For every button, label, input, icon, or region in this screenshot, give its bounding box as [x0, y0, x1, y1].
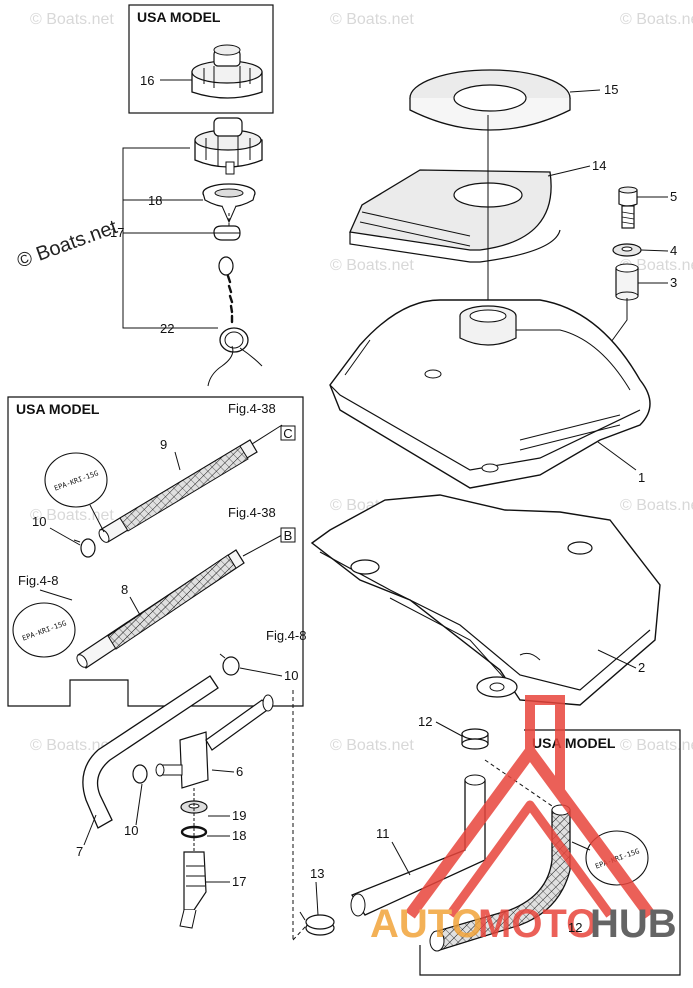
fig-ref-b: Fig.4-38 — [228, 505, 276, 520]
hose-box-title: USA MODEL — [16, 401, 100, 417]
logo-text-part3: HUB — [590, 902, 677, 946]
boats-net-watermark: © Boats.net — [14, 216, 120, 273]
callout-8: 8 — [121, 582, 128, 597]
fuel-box-title: USA MODEL — [532, 735, 616, 751]
callout-22: 22 — [160, 321, 174, 336]
cap-box-title: USA MODEL — [137, 9, 221, 25]
washer[interactable] — [612, 243, 642, 257]
hose-clamp[interactable] — [219, 653, 240, 676]
watermark-text: © Boats.net — [330, 737, 414, 754]
reference-key-b: B — [280, 527, 296, 543]
svg-text:B: B — [284, 528, 293, 543]
watermark-text: © Boats.net — [330, 11, 414, 28]
fuel-strainer[interactable] — [179, 851, 207, 929]
fig-ref-c: Fig.4-38 — [228, 401, 276, 416]
callout-19: 16 — [140, 73, 154, 88]
filter-pad[interactable] — [409, 69, 571, 131]
epa-label-tag: EPA-KRI-15G — [12, 602, 76, 658]
leader-lines — [39, 89, 669, 916]
watermark-text: © Boats.net — [620, 737, 693, 754]
logo-text-part2: MOTO — [478, 902, 597, 946]
callout-12: 12 — [568, 920, 582, 935]
callout-17: 14 — [592, 158, 606, 173]
fuel-hose-long[interactable] — [97, 439, 258, 544]
callout-3: 3 — [670, 275, 677, 290]
cap-box: USA MODEL — [128, 4, 274, 114]
tank-top-pad[interactable] — [349, 169, 561, 263]
washer[interactable] — [180, 800, 208, 814]
fig-ref-left: Fig.4-8 — [18, 573, 58, 588]
tank-bottom-cover[interactable] — [310, 494, 661, 706]
collar[interactable] — [615, 263, 639, 301]
callout-5: 5 — [670, 189, 677, 204]
callout-9: 9 — [160, 437, 167, 452]
fuel-cap[interactable] — [194, 117, 263, 175]
callout-7: 7 — [76, 844, 83, 859]
callout-6: 6 — [236, 764, 243, 779]
hose-box: USA MODEL — [7, 396, 304, 707]
callout-10: 10 — [124, 823, 138, 838]
callout-10: 10 — [284, 668, 298, 683]
svg-text:C: C — [283, 426, 292, 441]
watermark-text: © Boats.net — [330, 257, 414, 274]
cap-gasket[interactable] — [202, 183, 256, 224]
callout-16: 19 — [232, 808, 246, 823]
callout-14: 17 — [232, 874, 246, 889]
callout-18: 15 — [604, 82, 618, 97]
logo-text-part1: AUTO — [370, 902, 483, 946]
fuel-tank[interactable] — [329, 299, 651, 489]
callout-15: 18 — [232, 828, 246, 843]
cap-clip[interactable] — [213, 225, 241, 241]
watermark-text: © Boats.net — [30, 737, 114, 754]
fuel-cap-usa[interactable] — [191, 44, 263, 99]
fuel-box: USA MODEL — [419, 729, 681, 976]
watermark-text: © Boats.net — [620, 11, 693, 28]
hose-clamp[interactable] — [132, 764, 148, 784]
automotohub-logo: AUTO MOTO HUB — [370, 695, 677, 946]
o-ring[interactable] — [180, 825, 208, 839]
watermark-text: © Boats.net — [30, 11, 114, 28]
hose-clamp[interactable] — [299, 911, 335, 936]
callout-13: 12 — [418, 714, 432, 729]
cap-tether-chain[interactable] — [207, 256, 263, 387]
callout-4: 4 — [670, 243, 677, 258]
callout-20: 17 — [110, 225, 124, 240]
callout-1: 1 — [638, 470, 645, 485]
callout-11: 11 — [376, 826, 390, 841]
callout-10: 10 — [32, 514, 46, 529]
callout-13: 13 — [310, 866, 324, 881]
epa-label-tag: EPA-KRI-15G — [44, 452, 108, 533]
callout-21: 18 — [148, 193, 162, 208]
reference-key-c: C — [280, 425, 296, 441]
fuel-hose-short[interactable] — [75, 549, 245, 669]
figure-references: Fig.4-38 Fig.4-38 Fig.4-8 Fig.4-8 — [18, 401, 306, 643]
hose-clamp[interactable] — [461, 728, 489, 750]
watermark-text: © Boats.net — [620, 497, 693, 514]
fuel-hose-bent[interactable] — [82, 675, 219, 829]
fuel-joint[interactable] — [155, 694, 274, 789]
callout-2: 2 — [638, 660, 645, 675]
hose-clamp[interactable] — [73, 538, 96, 558]
fig-ref-right: Fig.4-8 — [266, 628, 306, 643]
callout-labels: 16 18 17 22 15 14 5 4 3 1 2 9 10 8 10 6 … — [32, 73, 677, 935]
fuel-hose-hatched[interactable] — [429, 804, 571, 952]
bolt[interactable] — [618, 186, 638, 229]
